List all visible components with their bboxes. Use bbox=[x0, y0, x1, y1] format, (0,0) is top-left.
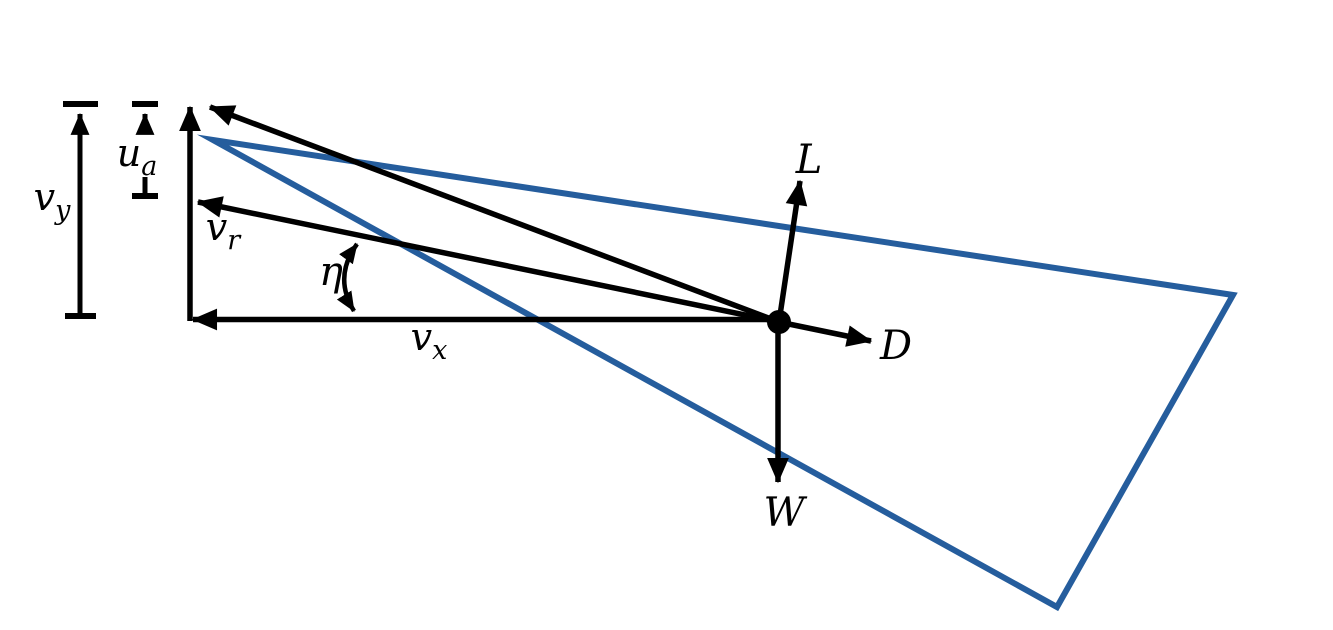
blade-planform-outline bbox=[196, 134, 1238, 612]
total-velocity-vector bbox=[208, 104, 780, 325]
label-drag: D bbox=[880, 326, 912, 366]
label-lift-symbol: L bbox=[795, 137, 823, 183]
blade-element-point bbox=[767, 310, 791, 334]
label-ua-base: u bbox=[116, 131, 142, 175]
drag-vector bbox=[778, 319, 873, 347]
label-vx-base: v bbox=[410, 315, 433, 359]
label-drag-symbol: D bbox=[879, 323, 913, 369]
label-vx-subscript: x bbox=[432, 335, 448, 366]
label-vy: vy bbox=[34, 178, 71, 224]
label-vy-base: v bbox=[33, 175, 56, 219]
label-ua-subscript: a bbox=[141, 151, 158, 182]
label-eta-symbol: η bbox=[319, 249, 343, 295]
label-eta: η bbox=[319, 252, 343, 292]
label-vr-subscript: r bbox=[227, 225, 241, 256]
label-vr-base: v bbox=[205, 205, 228, 249]
label-weight-symbol: W bbox=[763, 490, 805, 536]
vr-vector bbox=[196, 196, 780, 325]
label-lift: L bbox=[796, 140, 823, 180]
lift-vector bbox=[776, 179, 808, 323]
eta-angle-arc bbox=[336, 242, 359, 313]
label-vx: vx bbox=[411, 318, 448, 364]
label-ua: ua bbox=[117, 134, 158, 180]
label-vr: vr bbox=[206, 208, 240, 254]
label-weight: W bbox=[763, 493, 804, 533]
label-vy-subscript: y bbox=[55, 195, 71, 226]
